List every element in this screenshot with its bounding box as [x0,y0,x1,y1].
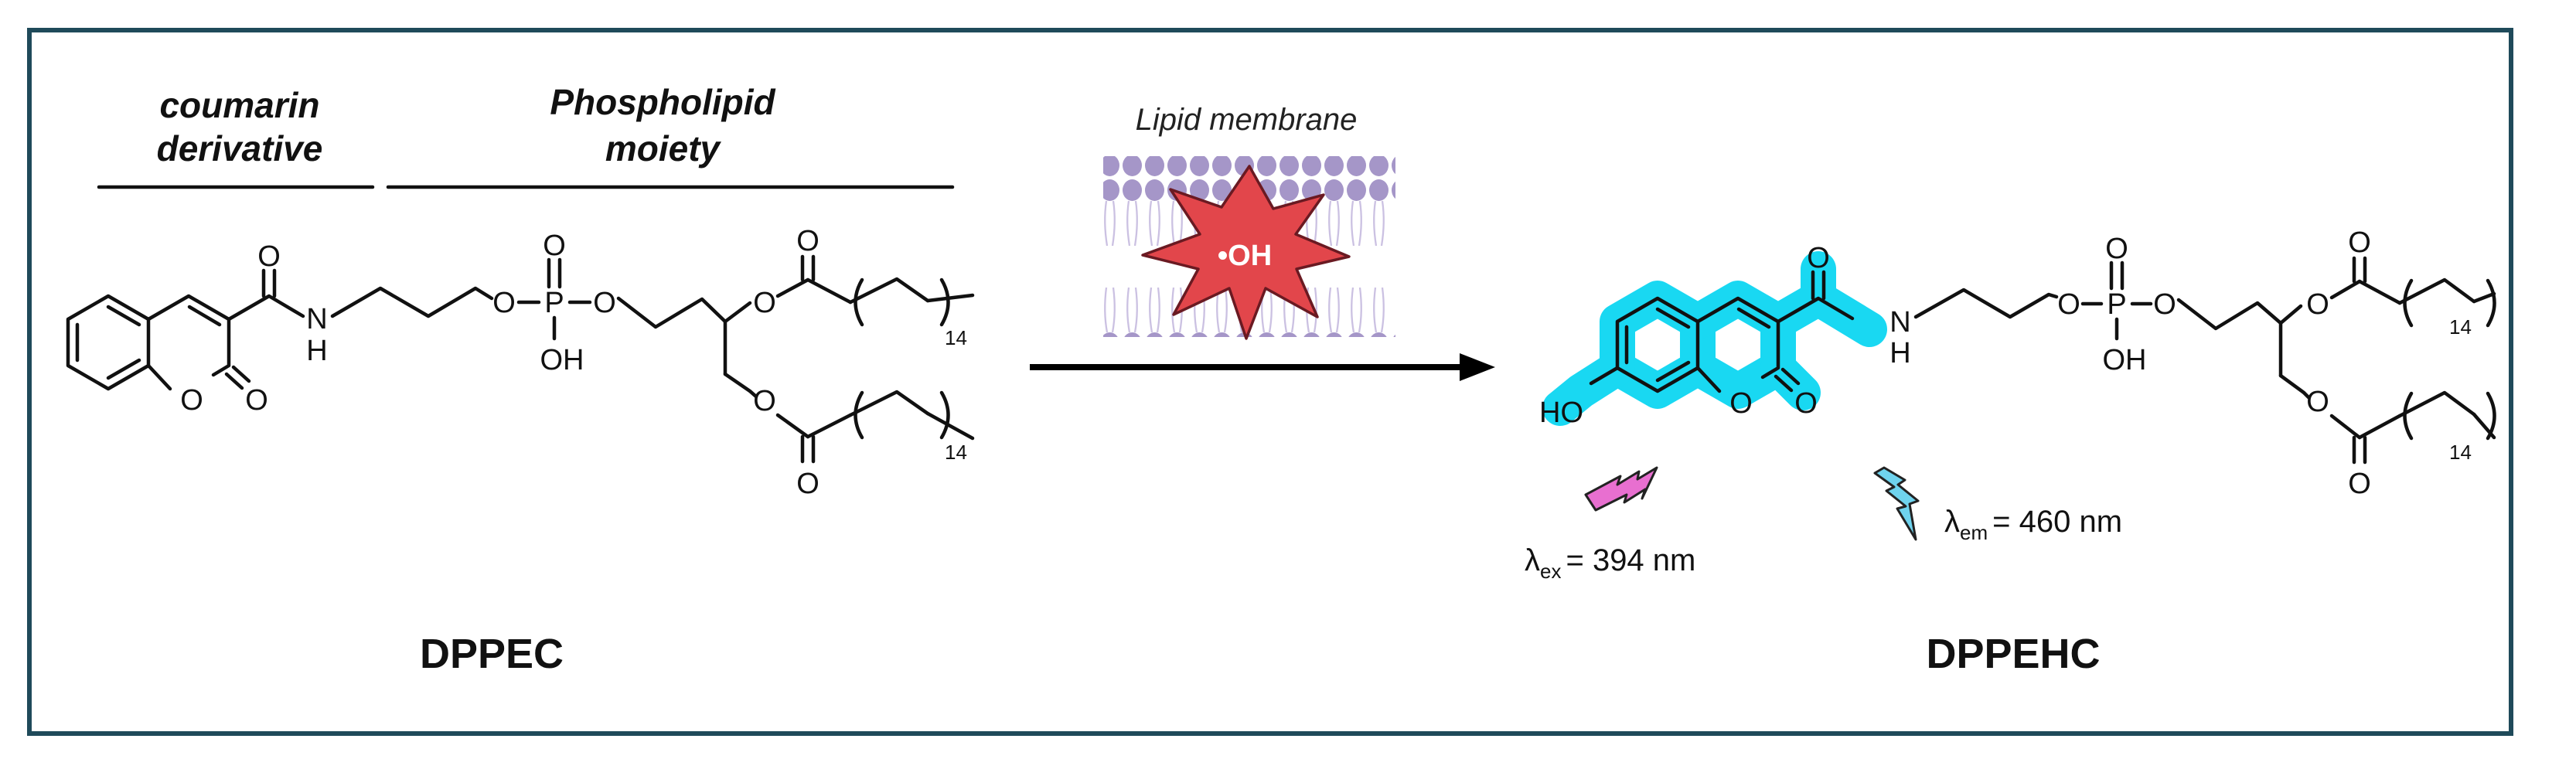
dppehc-upper-paren-right [2486,278,2496,328]
dppehc-glycerol-lower [2278,373,2311,400]
dppec-amide-nitrogen: N [306,303,327,335]
dppec-glycerol-lower [723,372,758,399]
dppec-phosphorus: P [544,287,564,319]
compound-name-dppehc: DPPEHC [1926,631,2100,677]
dppehc-upper-chain-start [2357,279,2402,305]
dppec-lower-carbonyl [800,434,816,464]
dppec-ethyl-linker [330,286,494,318]
dppec-upper-paren-left [854,277,864,327]
dppehc-acyl-oxygen-upper: O [2306,288,2329,321]
dppec-lower-paren-right [939,390,950,440]
dppec-phosphate-hydroxyl: OH [540,344,584,376]
dppec-upper-paren-right [939,277,950,327]
dppehc-amide-carbonyl [1811,270,1826,301]
dppehc-c3-c4-double-bond [1736,307,1771,329]
dppehc-ethyl-linker [1913,288,2059,319]
dppec-glycerol-backbone [616,296,752,329]
dppec-upper-ester-bond [775,277,810,298]
dppehc-lower-repeat-count: 14 [2449,441,2472,464]
dppehc-phosphorus: P [2107,288,2126,321]
dppec-lower-chain-end [925,411,975,441]
dppehc-acyl-oxygen-lower: O [2306,386,2329,418]
dppec-structure: O O O N H O P O OH O O O 14 O O [66,225,975,500]
dppec-upper-chain-end [925,293,975,303]
dppec-lower-carbonyl-oxygen: O [796,468,819,500]
radical-label: •OH [1218,240,1272,272]
dppec-lower-repeat-unit [848,390,930,417]
compound-name-dppec: DPPEC [420,631,564,677]
dppec-upper-chain-start [806,277,853,305]
dppec-p-double-oxygen [547,257,562,289]
dppehc-upper-carbonyl [2352,256,2367,284]
dppehc-benzene-inner-bonds [1624,307,1691,383]
dppec-upper-repeat-count: 14 [945,326,967,349]
dppehc-lower-repeat-unit [2397,390,2476,418]
dppec-upper-repeat-unit [848,277,930,305]
dppec-c3-c4-double-bond [187,305,222,327]
dppehc-upper-ester-bond [2329,279,2362,300]
excitation-wavelength: λex= 394 nm [1525,543,1695,583]
dppehc-lower-carbonyl [2352,435,2367,465]
panel-border [27,28,2513,736]
dppehc-ester-oxygen-1: O [2057,288,2080,321]
dppehc-ring-oxygen: O [1729,387,1753,420]
dppehc-hydroxyl-bond [1589,366,1620,386]
dppehc-p-double-oxygen [2109,260,2125,291]
dppehc-amide-chain [1776,296,1855,324]
dppec-amide-carbonyl [261,268,277,298]
dppehc-upper-paren-left [2403,278,2414,328]
header-lipid-line1: Phospholipid [550,82,775,122]
dppehc-phenol-hydroxyl: HO [1539,397,1583,429]
dppehc-lactone-oxygen: O [1794,387,1818,420]
dppec-acyl-oxygen-lower: O [753,385,776,417]
dppehc-phosphate-hydroxyl: OH [2103,344,2147,376]
dppehc-ester-oxygen-2: O [2153,288,2176,321]
dppehc-lower-chain-end [2472,412,2496,440]
dppec-acyl-oxygen-upper: O [753,287,776,319]
reaction-arrow-head [1460,353,1495,381]
dppec-amide-chain [227,294,305,322]
dppec-ring-oxygen: O [180,384,203,417]
dppehc-upper-repeat-unit [2397,277,2476,305]
dppec-amide-hydrogen: H [306,335,327,367]
dppehc-lower-ester-bond [2329,414,2362,440]
emission-wavelength: λem= 460 nm [1944,505,2122,544]
dppehc-lower-carbonyl-oxygen: O [2348,468,2371,500]
dppehc-lactone-carbonyl [1774,367,1801,393]
excitation-lightning-bolt-icon [1584,466,1658,512]
dppec-upper-carbonyl [800,254,816,282]
dppehc-glycerol-backbone [2176,298,2303,331]
dppec-lower-chain-start [806,413,853,439]
header-coumarin-line2: derivative [157,128,323,169]
dppec-lower-ester-bond [775,413,810,439]
hydroxyl-radical-burst-icon [1141,165,1351,340]
dppehc-structure: O O HO O N H O P O OH O O O 14 O O [1539,226,2496,500]
dppec-lactone-oxygen: O [245,384,268,417]
dppehc-amide-oxygen: O [1807,242,1830,274]
dppec-ester-oxygen-1: O [492,287,516,319]
dppec-lower-repeat-count: 14 [945,441,967,464]
dppehc-amide-nitrogen: N [1889,306,1910,339]
header-phospholipid-moiety: Phospholipid moiety [386,82,955,189]
dppec-phosphoryl-oxygen: O [543,230,566,262]
dppehc-lower-chain-start [2357,414,2402,440]
dppehc-phosphoryl-oxygen: O [2105,233,2128,265]
dppehc-upper-repeat-count: 14 [2449,315,2472,339]
header-coumarin-derivative: coumarin derivative [97,85,375,189]
dppec-upper-carbonyl-oxygen: O [796,225,819,257]
dppec-lower-paren-left [854,390,864,440]
dppec-lactone-carbonyl [224,365,251,390]
dppehc-upper-carbonyl-oxygen: O [2348,226,2371,259]
header-lipid-line2: moiety [605,128,722,169]
dppec-ester-oxygen-2: O [593,287,616,319]
dppehc-upper-chain-end [2472,291,2496,304]
membrane-label: Lipid membrane [1136,103,1358,137]
dppehc-lower-paren-left [2403,391,2414,441]
dppehc-amide-hydrogen: H [1889,337,1910,369]
emission-lightning-bolt-icon [1873,466,1920,541]
dppec-amide-oxygen: O [257,240,281,273]
header-coumarin-line1: coumarin [159,85,319,125]
dppec-benzene-inner-bonds [75,305,141,380]
